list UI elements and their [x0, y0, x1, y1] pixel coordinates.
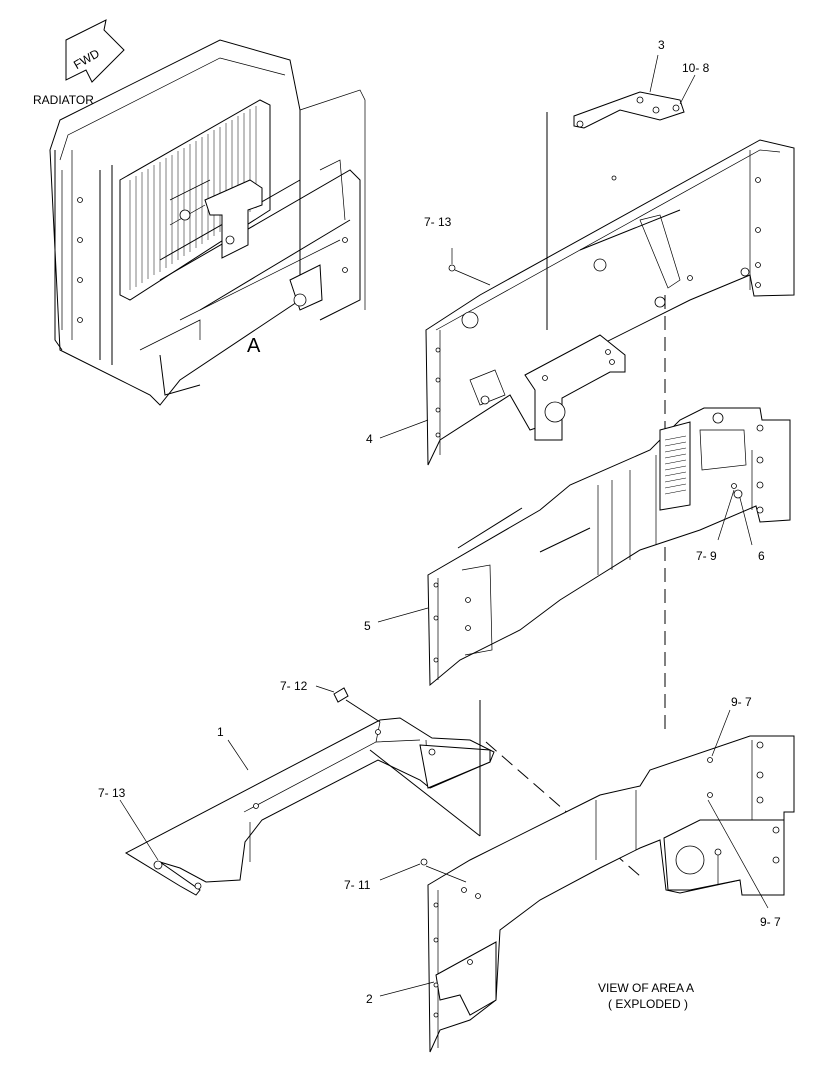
- callout-3: 3: [658, 38, 665, 52]
- callout-7-11: 7- 11: [344, 878, 371, 892]
- callout-2: 2: [366, 992, 373, 1006]
- view-caption-title: VIEW OF AREA A: [598, 981, 694, 995]
- part-3-strap: [573, 91, 685, 129]
- callout-6: 6: [758, 549, 765, 563]
- part-2-lower-panel: [427, 735, 795, 1053]
- part-4-side-panel: [425, 139, 795, 466]
- fwd-arrow: FWD: [65, 19, 125, 83]
- callout-9-7-top: 9- 7: [731, 695, 752, 709]
- view-caption-subtitle: ( EXPLODED ): [608, 997, 688, 1011]
- middle-panel-grille: [664, 435, 687, 495]
- screw-7-13-top: [448, 264, 456, 272]
- radiator-label: RADIATOR: [33, 93, 94, 107]
- washer-6: [733, 489, 743, 499]
- callout-7-13-top: 7- 13: [424, 215, 452, 229]
- screw-7-11: [420, 858, 428, 866]
- radiator-assembly: A: [49, 39, 366, 406]
- screw-7-9: [731, 483, 737, 489]
- callout-1: 1: [217, 725, 224, 739]
- callout-7-13-bottom: 7- 13: [98, 786, 126, 800]
- part-1-floor-plate: [124, 717, 495, 896]
- callout-5: 5: [364, 619, 371, 633]
- callout-7-9: 7- 9: [696, 549, 717, 563]
- part-5-middle-panel: [427, 407, 791, 687]
- area-a-label: A: [247, 335, 261, 357]
- screw-7-12: [333, 687, 349, 703]
- callout-4: 4: [366, 432, 373, 446]
- callout-10-8: 10- 8: [682, 61, 710, 75]
- callout-9-7-bottom: 9- 7: [760, 915, 781, 929]
- callout-7-12: 7- 12: [280, 679, 308, 693]
